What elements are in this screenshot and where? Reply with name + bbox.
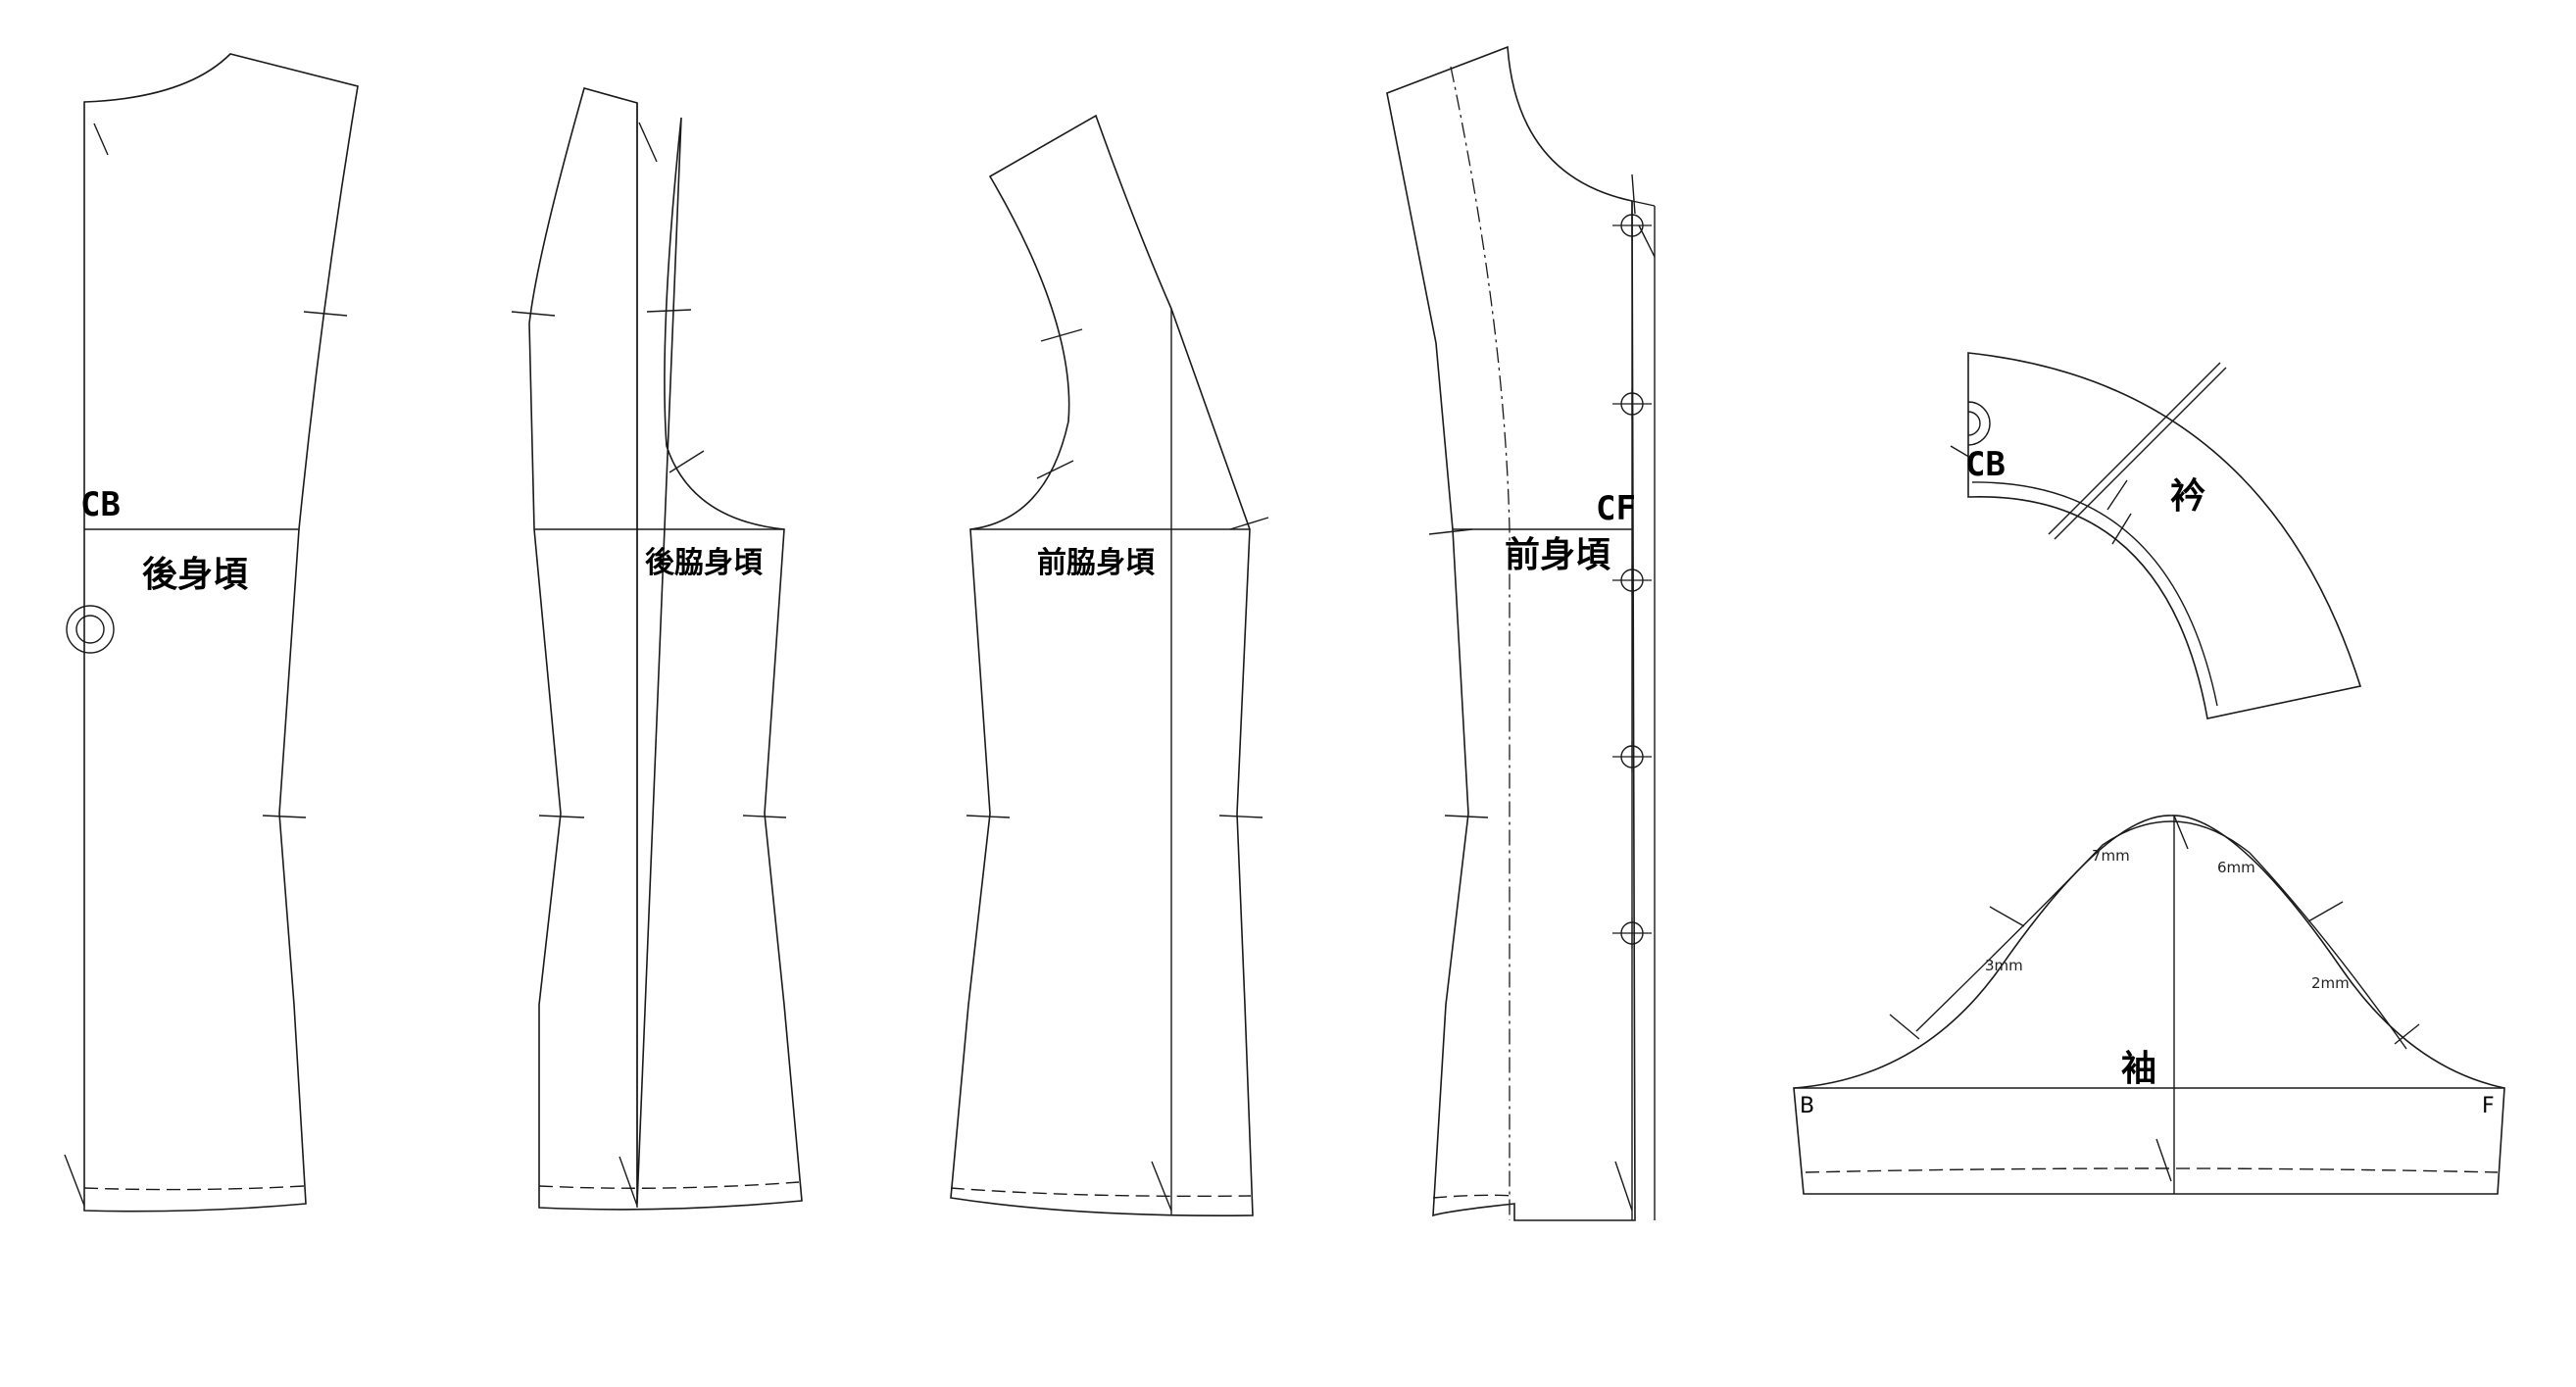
front-side-hem-notch: [1151, 1161, 1172, 1212]
front-bodice-piece: CF 前身頃: [1386, 45, 1656, 1221]
button-mark-3: [1612, 565, 1652, 596]
collar-piece: CB 衿: [1950, 352, 2362, 719]
back-side-hem-notch: [619, 1156, 638, 1207]
sleeve-ease-7mm: 7mm: [2092, 847, 2130, 865]
collar-notch-1: [2111, 513, 2132, 545]
sleeve-notch-front-1: [2307, 901, 2344, 922]
front-bodice-label: 前身頃: [1505, 535, 1610, 575]
collar-notch-2: [2106, 479, 2128, 511]
sleeve-piece: 7mm 6mm 3mm 2mm B F 袖: [1793, 815, 2505, 1195]
collar-cb-notch: [1950, 445, 1973, 460]
sleeve-notch-back-1: [1889, 1014, 1920, 1040]
collar-cb-notch-arc-inner: [1967, 411, 1981, 436]
back-dart-circle: [66, 605, 115, 654]
front-side-hem-line: [950, 1187, 1252, 1198]
collar-label: 衿: [2170, 476, 2205, 517]
collar-outline: [1967, 352, 2362, 719]
collar-stand-line: [1971, 481, 2218, 707]
sleeve-notch-front-2: [2394, 1023, 2420, 1045]
back-side-piece: 後脇身頃: [511, 87, 803, 1211]
back-side-notch: [262, 815, 307, 818]
sleeve-notch-back-2: [1989, 906, 2025, 927]
back-bodice-outline: [83, 53, 359, 1213]
back-side-lower-notch: [669, 450, 705, 473]
front-facing-top: [1631, 200, 1656, 207]
front-side-waist-notch-2: [1218, 815, 1263, 818]
back-neck-notch: [93, 123, 109, 156]
collar-grain-line-1: [2048, 362, 2221, 535]
front-side-armhole-notch-1: [1040, 328, 1083, 342]
sleeve-cap-ease-line: [1915, 820, 2407, 1050]
sleeve-top-notch: [2173, 815, 2189, 850]
back-bodice-label: 後身頃: [142, 555, 248, 595]
sleeve-ease-3mm: 3mm: [1985, 957, 2023, 974]
back-side-outline: [528, 87, 803, 1211]
back-dart-inner-circle: [75, 615, 105, 644]
front-hem-notch: [1614, 1161, 1633, 1212]
back-side-waist-notch-2: [742, 815, 787, 818]
back-side-label: 後脇身頃: [645, 546, 763, 580]
back-side-armhole-notch-2: [646, 309, 692, 313]
sleeve-ease-2mm: 2mm: [2311, 974, 2350, 992]
sleeve-ease-6mm: 6mm: [2217, 859, 2255, 876]
sleeve-hem-notch: [2155, 1138, 2172, 1182]
back-hem-line: [83, 1185, 305, 1191]
back-side-top-notch: [638, 122, 658, 163]
front-side-notch: [1444, 815, 1489, 818]
front-armhole-notch: [1428, 528, 1473, 535]
collar-cb-mark: CB: [1965, 445, 2006, 484]
sleeve-label: 袖: [2121, 1049, 2156, 1089]
front-neck-notch: [1631, 173, 1636, 215]
button-mark-2: [1612, 388, 1652, 420]
sleeve-front-mark: F: [2482, 1094, 2495, 1118]
front-side-armhole-notch-2: [1036, 460, 1074, 479]
front-side-dart-notch: [1229, 517, 1269, 530]
front-bodice-outline: [1386, 45, 1636, 1221]
sleeve-outline: [1793, 815, 2505, 1195]
back-side-armhole-notch-1: [511, 311, 556, 317]
back-side-hem-line: [538, 1181, 800, 1189]
sleeve-back-mark: B: [1800, 1094, 1814, 1118]
front-facing-line: [1450, 66, 1511, 1220]
back-bodice-piece: CB 後身頃: [64, 53, 359, 1213]
back-armhole-notch: [303, 311, 348, 317]
sleeve-hem-line: [1805, 1167, 2499, 1173]
front-side-piece: 前脇身頃: [950, 114, 1269, 1216]
front-side-waist-notch-1: [966, 815, 1011, 818]
button-mark-4: [1612, 741, 1652, 772]
button-mark-1: [1612, 210, 1652, 241]
back-cb-mark: CB: [80, 485, 121, 524]
back-hem-notch: [64, 1154, 85, 1207]
front-side-outline: [950, 114, 1254, 1216]
button-mark-5: [1612, 917, 1652, 949]
back-side-waist-notch-1: [538, 815, 585, 818]
collar-cb-notch-arc: [1967, 401, 1991, 446]
front-side-label: 前脇身頃: [1037, 546, 1155, 580]
collar-grain-line-2: [2054, 367, 2227, 540]
front-hem-line: [1432, 1194, 1515, 1199]
front-cf-mark: CF: [1596, 489, 1636, 528]
